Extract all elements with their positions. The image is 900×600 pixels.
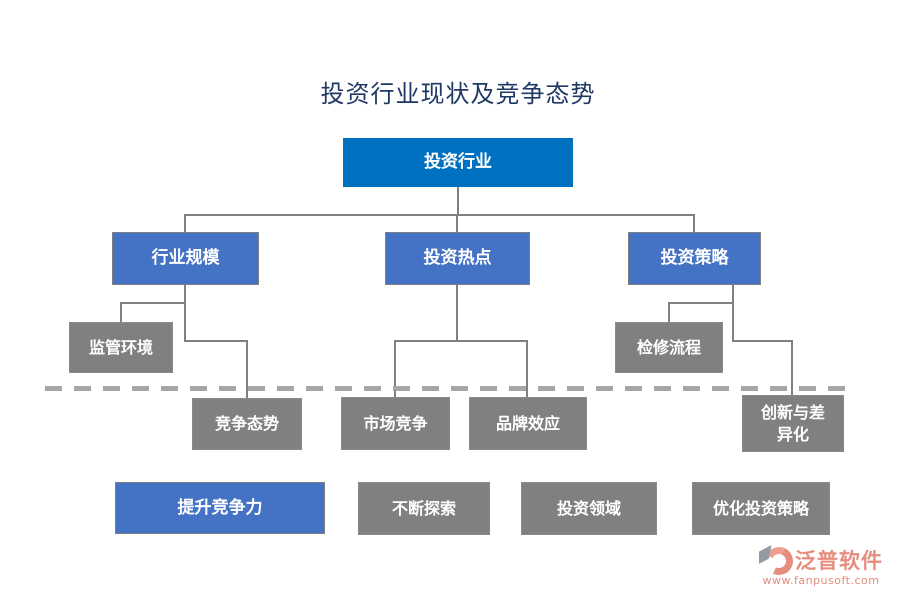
connector-line (732, 340, 793, 342)
node-regulatory-environment: 监管环境 (69, 322, 173, 373)
node-brand-effect: 品牌效应 (469, 397, 587, 450)
dashed-divider-line (45, 386, 857, 391)
connector-line (184, 340, 248, 342)
connector-line (120, 302, 122, 322)
connector-line (732, 285, 734, 342)
chart-title: 投资行业现状及竞争态势 (320, 80, 596, 108)
node-enhance-competitiveness: 提升竞争力 (115, 482, 325, 534)
connector-line (456, 285, 458, 342)
node-investment-strategy: 投资策略 (628, 232, 761, 285)
connector-line (394, 340, 528, 342)
connector-line (184, 285, 186, 342)
connector-line (668, 302, 734, 304)
connector-line (394, 340, 396, 397)
connector-line (693, 214, 695, 233)
node-industry-scale: 行业规模 (112, 232, 259, 285)
connector-line (526, 340, 528, 397)
node-investment-hotspot: 投资热点 (385, 232, 530, 285)
connector-line (246, 340, 248, 398)
node-optimize-strategy: 优化投资策略 (692, 482, 830, 535)
node-maintenance-process: 检修流程 (615, 322, 723, 373)
node-competitive-landscape: 竞争态势 (192, 398, 302, 450)
node-market-competition: 市场竞争 (341, 397, 450, 450)
watermark: 泛普软件 www.fanpusoft.com (748, 543, 894, 587)
connector-line (184, 214, 186, 233)
node-continuous-exploration: 不断探索 (358, 482, 490, 535)
connector-line (668, 302, 670, 322)
fanpu-logo-icon (759, 543, 797, 579)
connector-line (457, 187, 459, 216)
connector-line (120, 302, 186, 304)
connector-line (791, 340, 793, 395)
node-innovation-differentiation: 创新与差 异化 (742, 395, 844, 452)
connector-line (456, 214, 458, 233)
watermark-brand-text: 泛普软件 (795, 548, 883, 573)
connector-line (184, 214, 695, 216)
watermark-url-text: www.fanpusoft.com (762, 574, 880, 587)
node-investment-industry: 投资行业 (343, 138, 573, 187)
node-investment-field: 投资领域 (521, 482, 657, 535)
